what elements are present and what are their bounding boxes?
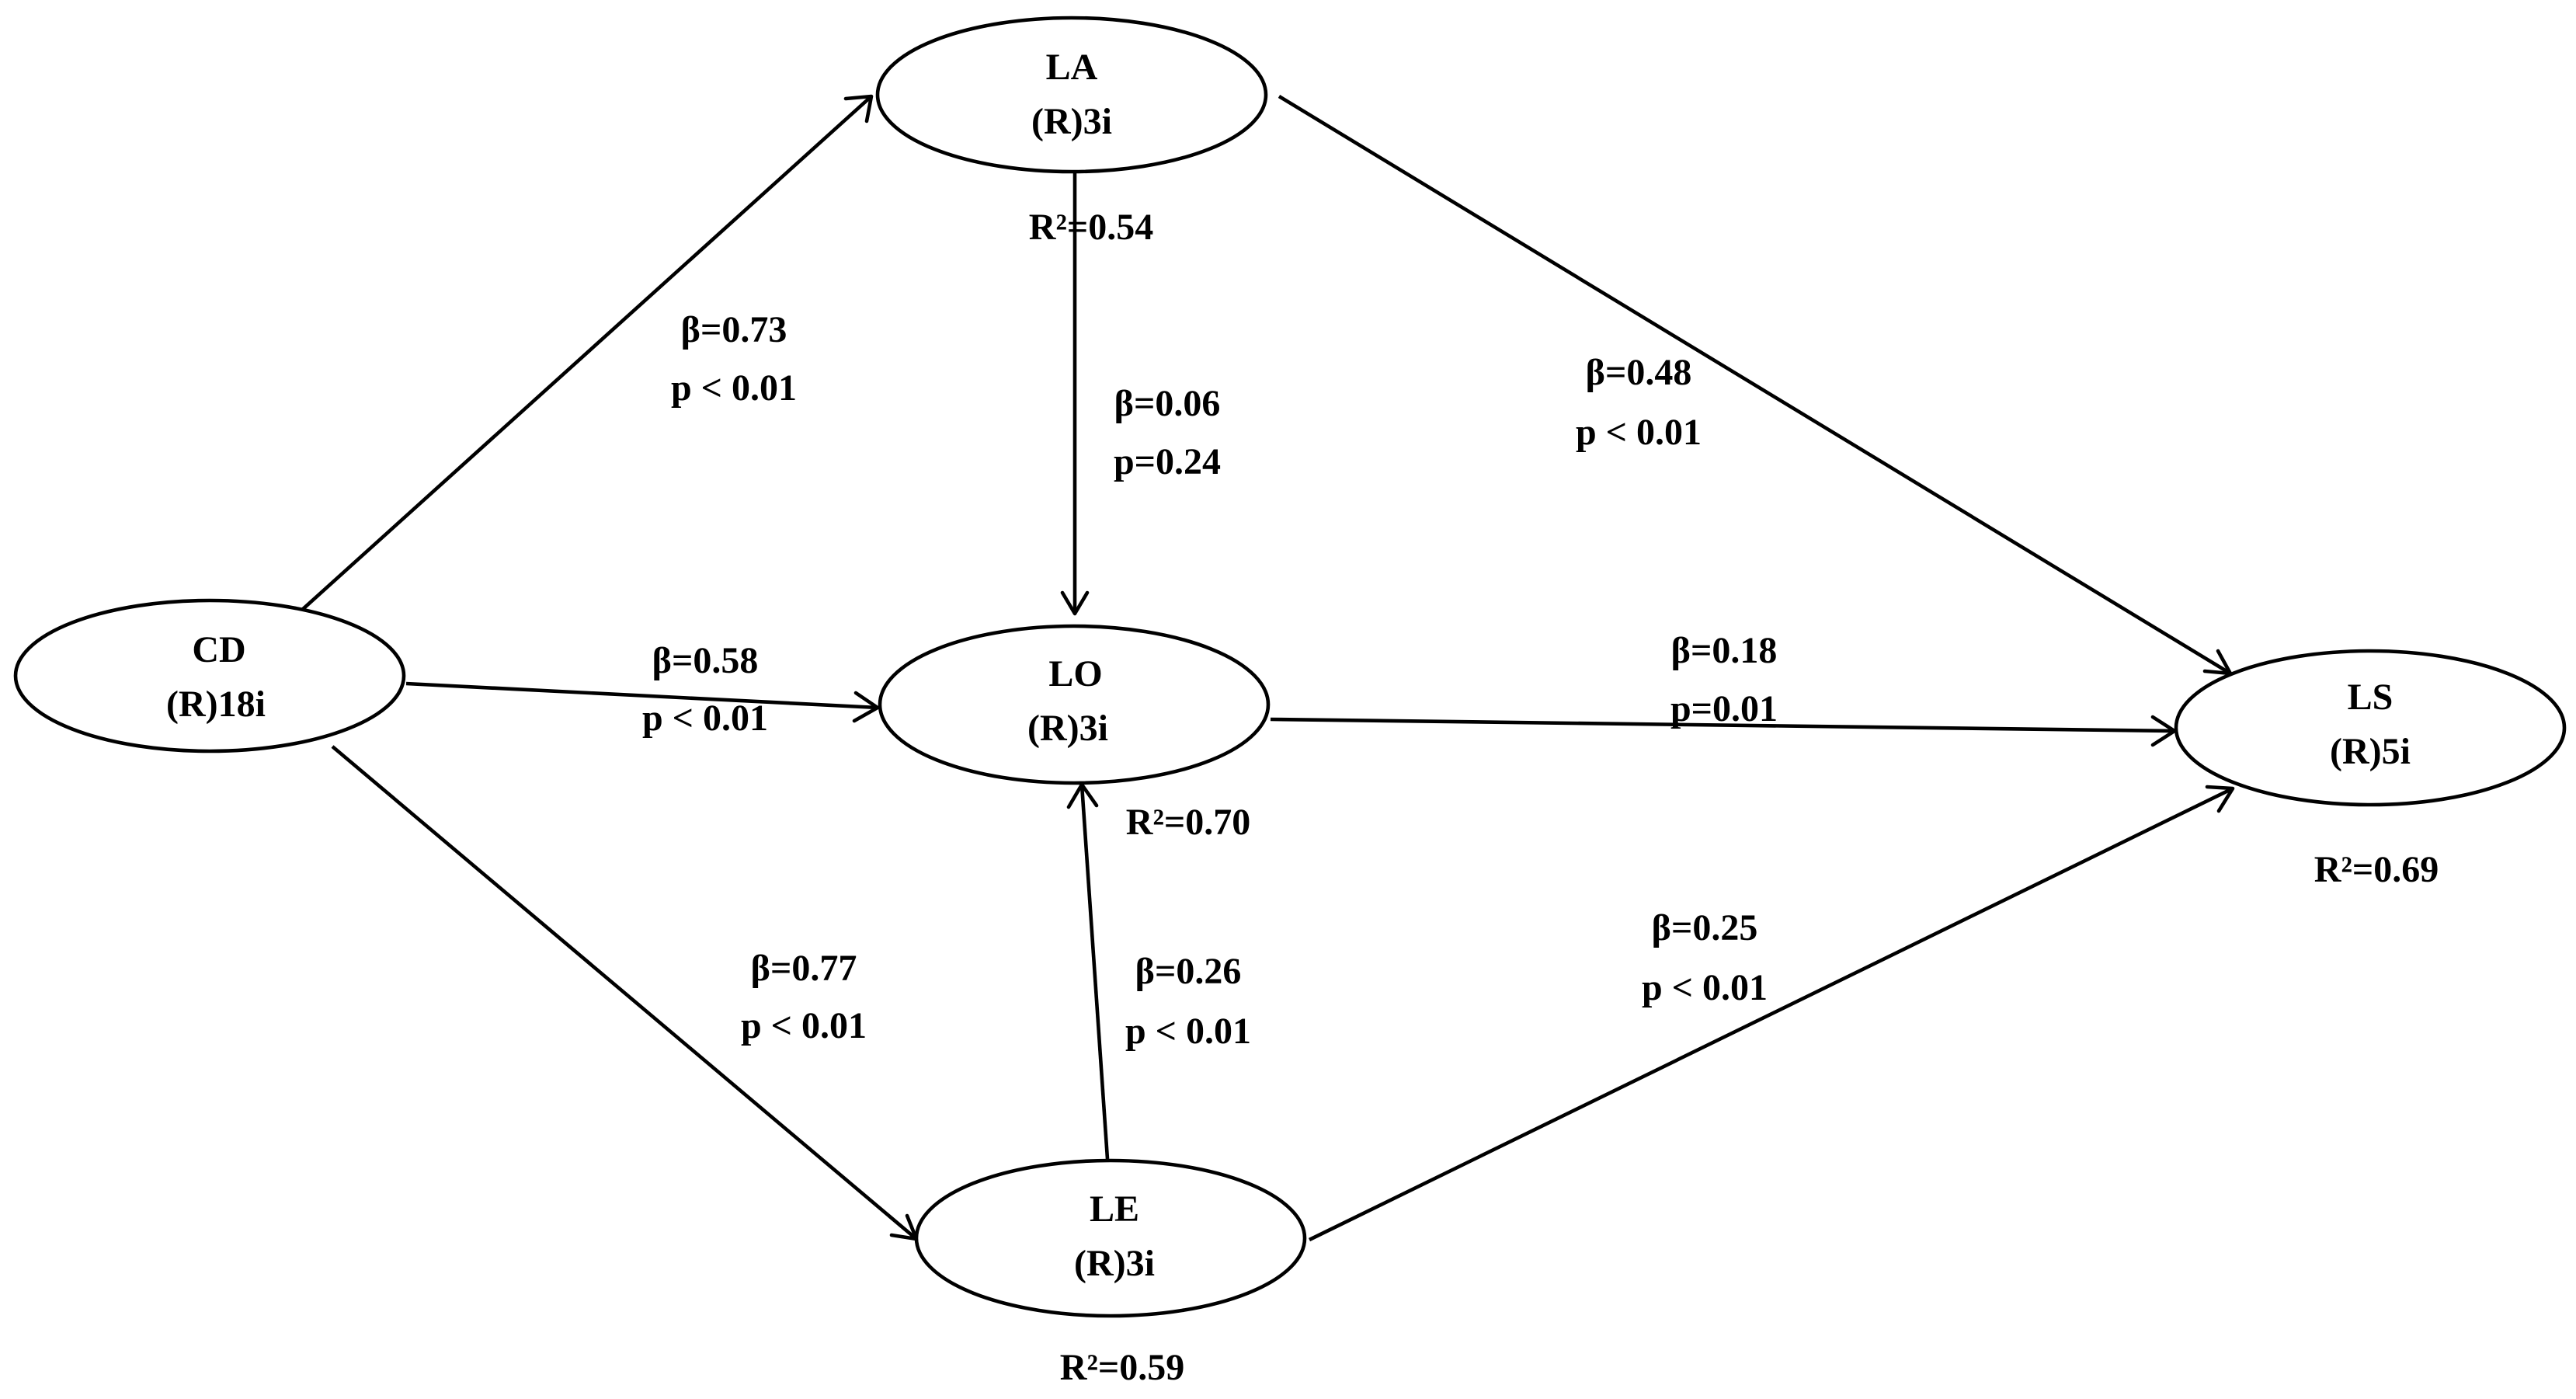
edge-la-ls-beta: β=0.48 xyxy=(1586,352,1692,393)
edge-lo-ls-p: p=0.01 xyxy=(1670,688,1778,729)
r2-la: R²=0.54 xyxy=(1029,207,1153,248)
node-ls[interactable]: LS (R)5i xyxy=(2174,649,2567,807)
node-cd[interactable]: CD (R)18i xyxy=(13,598,406,753)
edge-cd-la xyxy=(301,94,874,611)
node-cd-ellipse xyxy=(13,598,406,753)
edge-cd-la-beta: β=0.73 xyxy=(681,309,787,350)
edge-le-lo-p: p < 0.01 xyxy=(1125,1011,1251,1052)
edge-line xyxy=(301,95,873,611)
arrowhead xyxy=(843,94,874,124)
edge-cd-le-p: p < 0.01 xyxy=(741,1005,867,1046)
node-ls-ellipse xyxy=(2174,649,2567,807)
node-le-name: LE xyxy=(1090,1188,1139,1230)
arrowhead xyxy=(2205,785,2235,813)
node-cd-name: CD xyxy=(192,629,245,670)
node-lo-ellipse xyxy=(878,624,1271,785)
node-la[interactable]: LA (R)3i xyxy=(875,16,1268,174)
edge-cd-la-p: p < 0.01 xyxy=(671,367,797,409)
edge-line xyxy=(1278,95,2232,675)
edge-la-lo-beta: β=0.06 xyxy=(1114,383,1221,424)
node-le-ellipse xyxy=(914,1158,1307,1318)
edge-cd-lo xyxy=(405,681,880,723)
edge-le-ls-beta: β=0.25 xyxy=(1652,907,1758,948)
edge-la-ls-p: p < 0.01 xyxy=(1576,412,1702,453)
edge-la-lo xyxy=(1060,172,1090,616)
node-lo-items: (R)3i xyxy=(1027,708,1108,749)
arrowhead xyxy=(852,691,880,723)
node-la-items: (R)3i xyxy=(1031,101,1112,142)
edge-line xyxy=(331,745,918,1241)
edge-labels: β=0.73 p < 0.01 β=0.58 p < 0.01 β=0.77 p… xyxy=(642,309,1778,1052)
node-le-items: (R)3i xyxy=(1074,1243,1155,1284)
edge-lo-ls-beta: β=0.18 xyxy=(1671,630,1778,671)
edges xyxy=(301,94,2235,1242)
node-le[interactable]: LE (R)3i xyxy=(914,1158,1307,1318)
node-lo-name: LO xyxy=(1048,653,1102,694)
edge-cd-lo-beta: β=0.58 xyxy=(652,640,759,681)
node-ls-items: (R)5i xyxy=(2330,731,2411,772)
arrowhead xyxy=(1060,590,1090,616)
node-la-name: LA xyxy=(1046,47,1098,88)
edge-le-lo-beta: β=0.26 xyxy=(1135,951,1242,992)
edge-line xyxy=(1270,717,2175,733)
r2-ls: R²=0.69 xyxy=(2314,849,2439,890)
edge-cd-le xyxy=(331,745,919,1241)
edge-cd-le-beta: β=0.77 xyxy=(751,948,857,989)
r2-lo: R²=0.70 xyxy=(1126,802,1250,843)
edge-le-ls-p: p < 0.01 xyxy=(1642,967,1768,1008)
r-squared-labels: R²=0.54 R²=0.70 R²=0.59 R²=0.69 xyxy=(1029,207,2439,1388)
edge-line xyxy=(1079,784,1110,1160)
edge-line xyxy=(405,681,878,710)
r2-le: R²=0.59 xyxy=(1060,1347,1184,1388)
node-cd-items: (R)18i xyxy=(166,684,266,725)
edge-line xyxy=(1308,786,2234,1242)
node-la-ellipse xyxy=(875,16,1268,174)
edge-cd-lo-p: p < 0.01 xyxy=(642,698,768,739)
edge-la-lo-p: p=0.24 xyxy=(1114,441,1221,482)
edge-le-ls xyxy=(1308,785,2235,1242)
nodes: CD (R)18i LA (R)3i LO (R)3i LE (R)3i LS … xyxy=(13,16,2567,1318)
node-lo[interactable]: LO (R)3i xyxy=(878,624,1271,785)
edge-la-ls xyxy=(1278,95,2233,676)
node-ls-name: LS xyxy=(2348,677,2393,718)
edge-le-lo xyxy=(1066,782,1110,1160)
